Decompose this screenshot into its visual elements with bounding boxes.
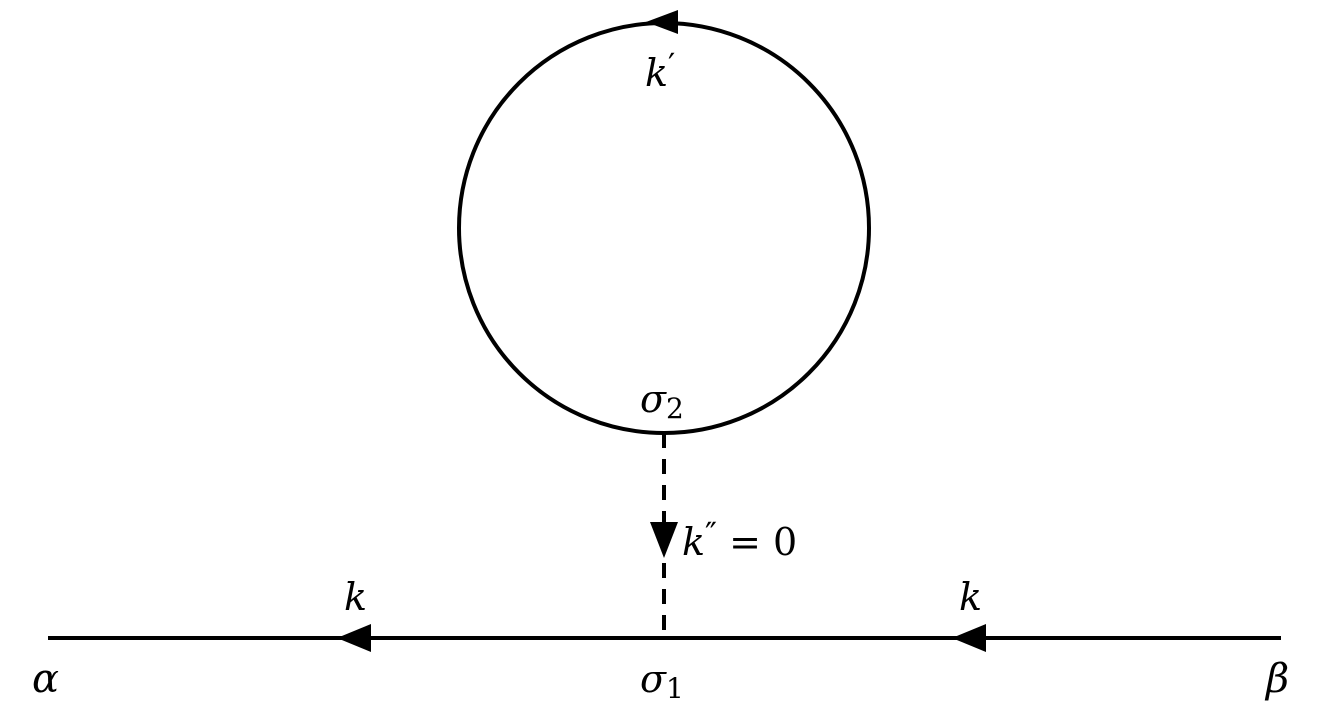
label-k-prime: k′ <box>645 46 675 95</box>
label-beta: β <box>1264 656 1289 702</box>
label-k-double-prime: k″ = 0 <box>682 515 797 564</box>
label-k-right: k <box>959 575 982 619</box>
label-alpha: α <box>32 656 59 702</box>
label-sigma2: σ2 <box>640 377 684 425</box>
right-propagator-arrow-icon <box>952 624 986 652</box>
loop-arrow-icon <box>646 10 678 34</box>
left-propagator-arrow-icon <box>337 624 371 652</box>
label-k-left: k <box>344 575 367 619</box>
label-sigma1: σ1 <box>640 657 684 705</box>
interaction-arrow-icon <box>650 522 678 558</box>
